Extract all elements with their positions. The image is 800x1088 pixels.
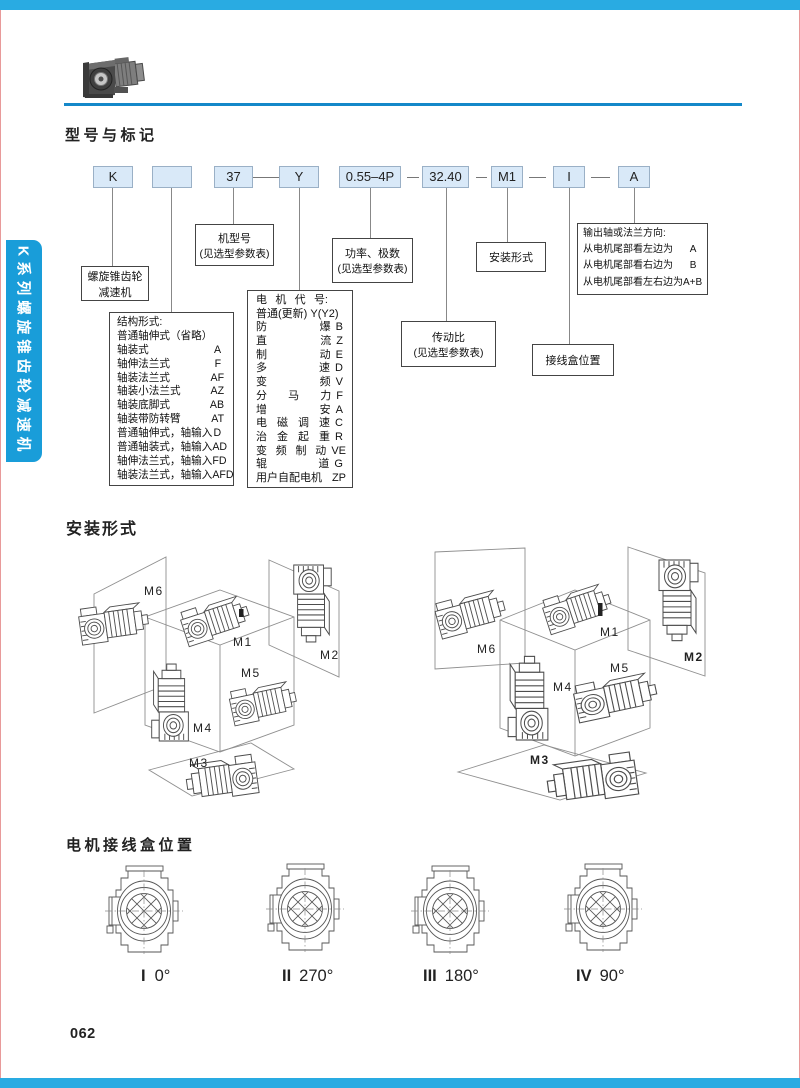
svg-text:M2: M2 [320, 648, 340, 662]
svg-text:M4: M4 [193, 721, 213, 735]
svg-text:M6: M6 [144, 584, 164, 598]
svg-text:M3: M3 [189, 756, 209, 770]
svg-text:M6: M6 [477, 642, 497, 656]
svg-text:M5: M5 [241, 666, 261, 680]
svg-text:M1: M1 [233, 635, 253, 649]
svg-text:M4: M4 [553, 680, 573, 694]
svg-text:M5: M5 [610, 661, 630, 675]
svg-text:M2: M2 [684, 650, 704, 664]
svg-text:M1: M1 [600, 625, 620, 639]
svg-text:M3: M3 [530, 753, 550, 767]
